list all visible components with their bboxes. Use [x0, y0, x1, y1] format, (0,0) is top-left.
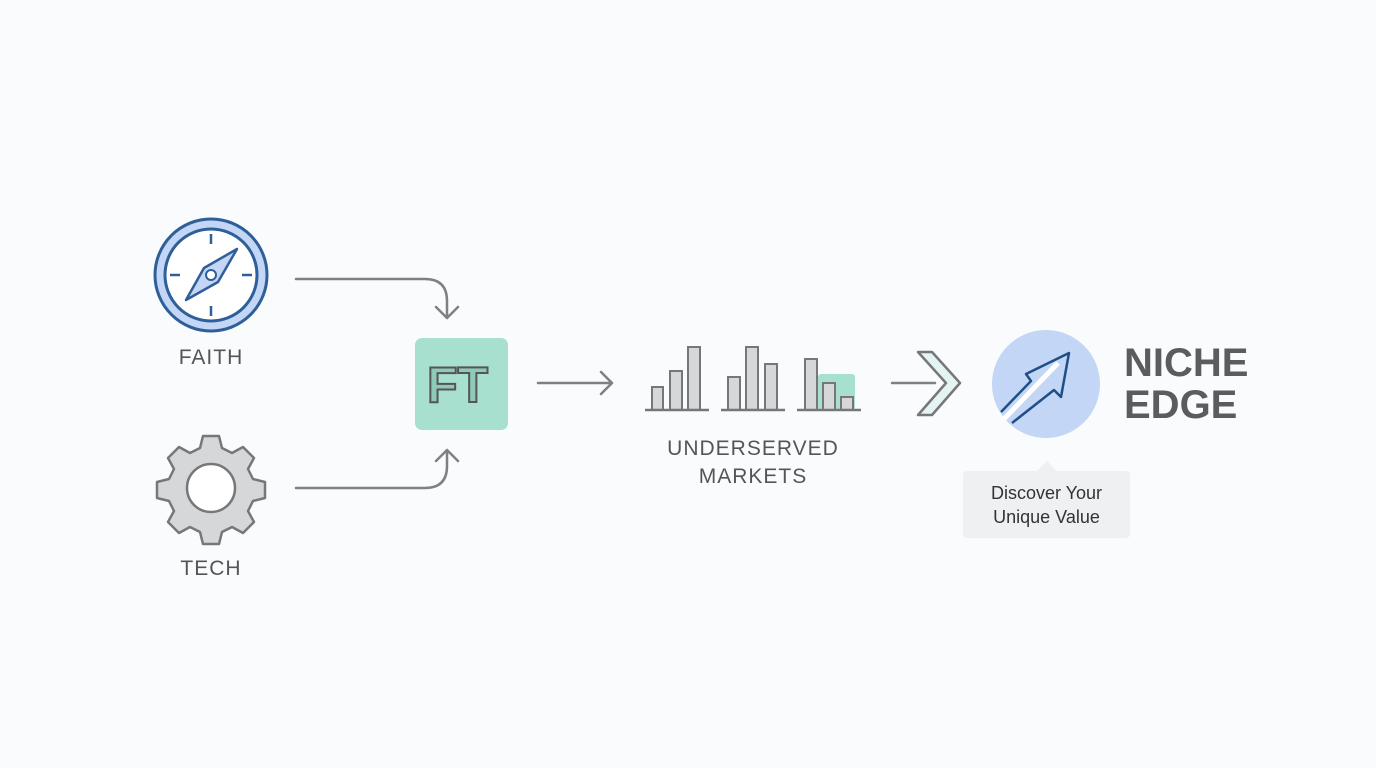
title-line1: NICHE: [1124, 341, 1249, 385]
tooltip-line1: Discover Your: [990, 482, 1103, 503]
ft-to-markets-arrow: [536, 370, 614, 396]
growth-arrow-icon: [992, 330, 1100, 438]
chevron-right-icon: [916, 350, 962, 417]
markets-label-line1: UNDERSERVED: [667, 437, 839, 460]
tooltip: Discover Your Unique Value: [963, 461, 1130, 538]
gear-icon: [155, 434, 267, 546]
markets-label: UNDERSERVED MARKETS: [633, 435, 873, 491]
compass-icon: [153, 217, 269, 333]
ft-monogram-icon: [415, 338, 508, 430]
faith-arrow: [294, 277, 460, 320]
tech-label: TECH: [180, 557, 242, 580]
bar-charts-icon: [645, 346, 861, 412]
title-line2: EDGE: [1124, 383, 1238, 427]
niche-edge-title: NICHE EDGE: [1124, 342, 1248, 426]
faith-label: FAITH: [178, 346, 244, 369]
ft-monogram-text: FT: [427, 357, 488, 413]
tech-arrow: [294, 448, 460, 490]
markets-label-line2: MARKETS: [698, 465, 808, 488]
tooltip-line2: Unique Value: [993, 506, 1100, 527]
